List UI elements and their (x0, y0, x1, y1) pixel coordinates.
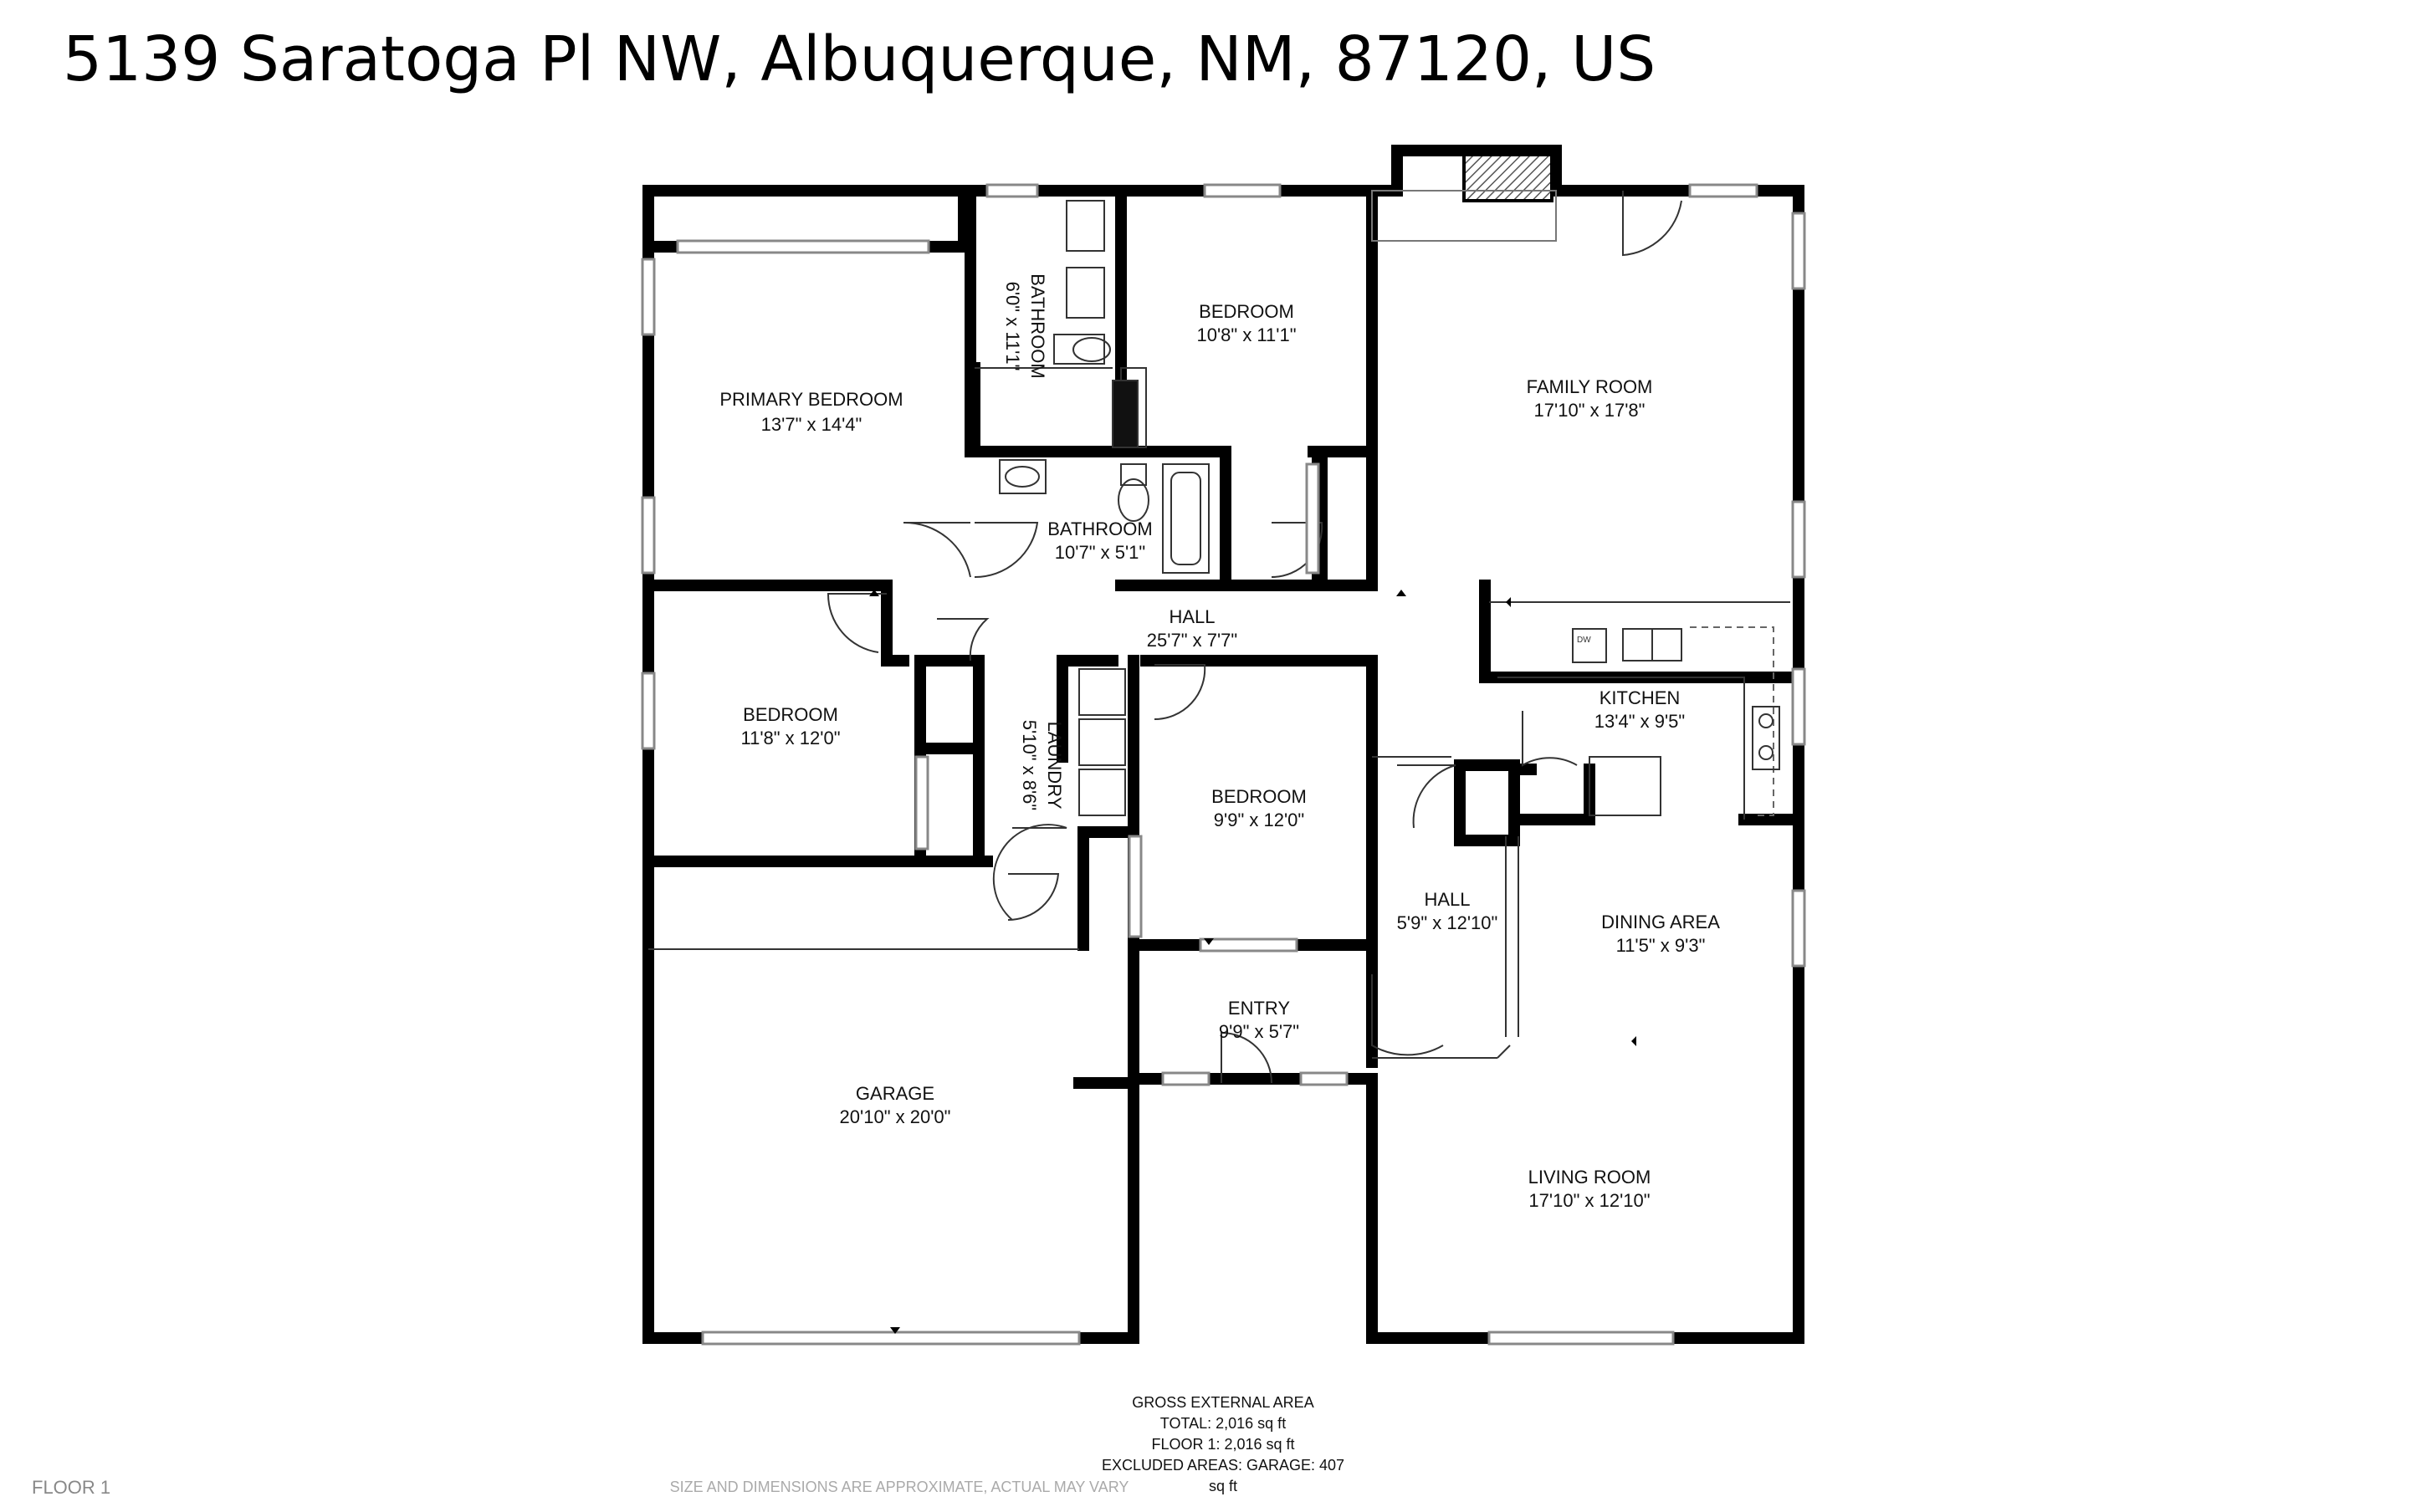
hearth (1371, 190, 1557, 242)
room-name-bedroom-3: BEDROOM (1211, 786, 1307, 807)
room-dims-garage: 20'10" x 20'0" (840, 1106, 951, 1127)
room-name-dining-area: DINING AREA (1601, 912, 1720, 932)
room-name-bathroom-2: BATHROOM (1047, 518, 1152, 539)
room-dims-bedroom-1: 10'8" x 11'1" (1196, 324, 1296, 345)
area-summary: GROSS EXTERNAL AREA TOTAL: 2,016 sq ft F… (1098, 1392, 1349, 1497)
room-dims-hall-2: 5'9" x 12'10" (1397, 912, 1498, 933)
bath-fixtures (999, 200, 1210, 574)
laundry-machines (1078, 668, 1126, 816)
room-name-kitchen: KITCHEN (1599, 687, 1681, 708)
area-excluded: EXCLUDED AREAS: GARAGE: 407 sq ft (1101, 1457, 1345, 1494)
windows (641, 183, 1806, 1346)
closet-top (644, 191, 966, 247)
room-name-family-room: FAMILY ROOM (1527, 376, 1653, 397)
fireplace-hatch (1462, 153, 1553, 202)
disclaimer: SIZE AND DIMENSIONS ARE APPROXIMATE, ACT… (669, 1479, 1129, 1495)
area-total: TOTAL: 2,016 sq ft (1159, 1415, 1287, 1432)
room-name-bedroom-1: BEDROOM (1199, 301, 1294, 322)
area-heading: GROSS EXTERNAL AREA (1132, 1394, 1314, 1411)
dishwasher-label: DW (1577, 636, 1591, 645)
room-dims-bedroom-3: 9'9" x 12'0" (1214, 810, 1304, 830)
kitchen-upper-cabinets (1690, 626, 1774, 816)
dishwasher-icon (1572, 628, 1607, 663)
room-name-primary-bedroom: PRIMARY BEDROOM (719, 389, 903, 410)
room-name-hall-main: HALL (1169, 606, 1215, 627)
room-dims-entry: 9'9" x 5'7" (1219, 1021, 1299, 1042)
room-dims-bathroom-1: 6'0" x 11'1" (1002, 282, 1023, 371)
area-floor1: FLOOR 1: 2,016 sq ft (1151, 1436, 1295, 1453)
room-dims-hall-main: 25'7" x 7'7" (1147, 630, 1237, 651)
room-name-garage: GARAGE (856, 1083, 934, 1104)
room-dims-kitchen: 13'4" x 9'5" (1594, 711, 1685, 732)
dimension-markers (869, 590, 1636, 1334)
room-name-hall-2: HALL (1424, 889, 1470, 910)
room-name-living-room: LIVING ROOM (1528, 1167, 1651, 1188)
room-labels: PRIMARY BEDROOM 13'7" x 14'4" BATHROOM 6… (719, 273, 1720, 1211)
room-dims-dining-area: 11'5" x 9'3" (1616, 935, 1706, 956)
stove-icon (1752, 706, 1780, 770)
room-name-entry: ENTRY (1228, 998, 1290, 1019)
room-dims-bathroom-2: 10'7" x 5'1" (1055, 542, 1145, 563)
room-dims-living-room: 17'10" x 12'10" (1528, 1190, 1650, 1211)
thin-lines (648, 367, 1790, 1059)
door-swings (827, 191, 1682, 1084)
room-dims-bedroom-2: 11'8" x 12'0" (740, 728, 840, 748)
kitchen-sink-icon (1622, 628, 1682, 662)
floor-label: FLOOR 1 (32, 1477, 111, 1498)
room-name-bedroom-2: BEDROOM (743, 704, 838, 725)
room-dims-primary-bedroom: 13'7" x 14'4" (761, 414, 862, 435)
room-dims-laundry: 5'10" x 8'6" (1019, 720, 1040, 810)
room-dims-family-room: 17'10" x 17'8" (1534, 400, 1646, 421)
room-name-laundry: LAUNDRY (1044, 722, 1065, 810)
property-address: 5139 Saratoga Pl NW, Albuquerque, NM, 87… (63, 23, 1656, 95)
room-name-bathroom-1: BATHROOM (1027, 273, 1048, 378)
